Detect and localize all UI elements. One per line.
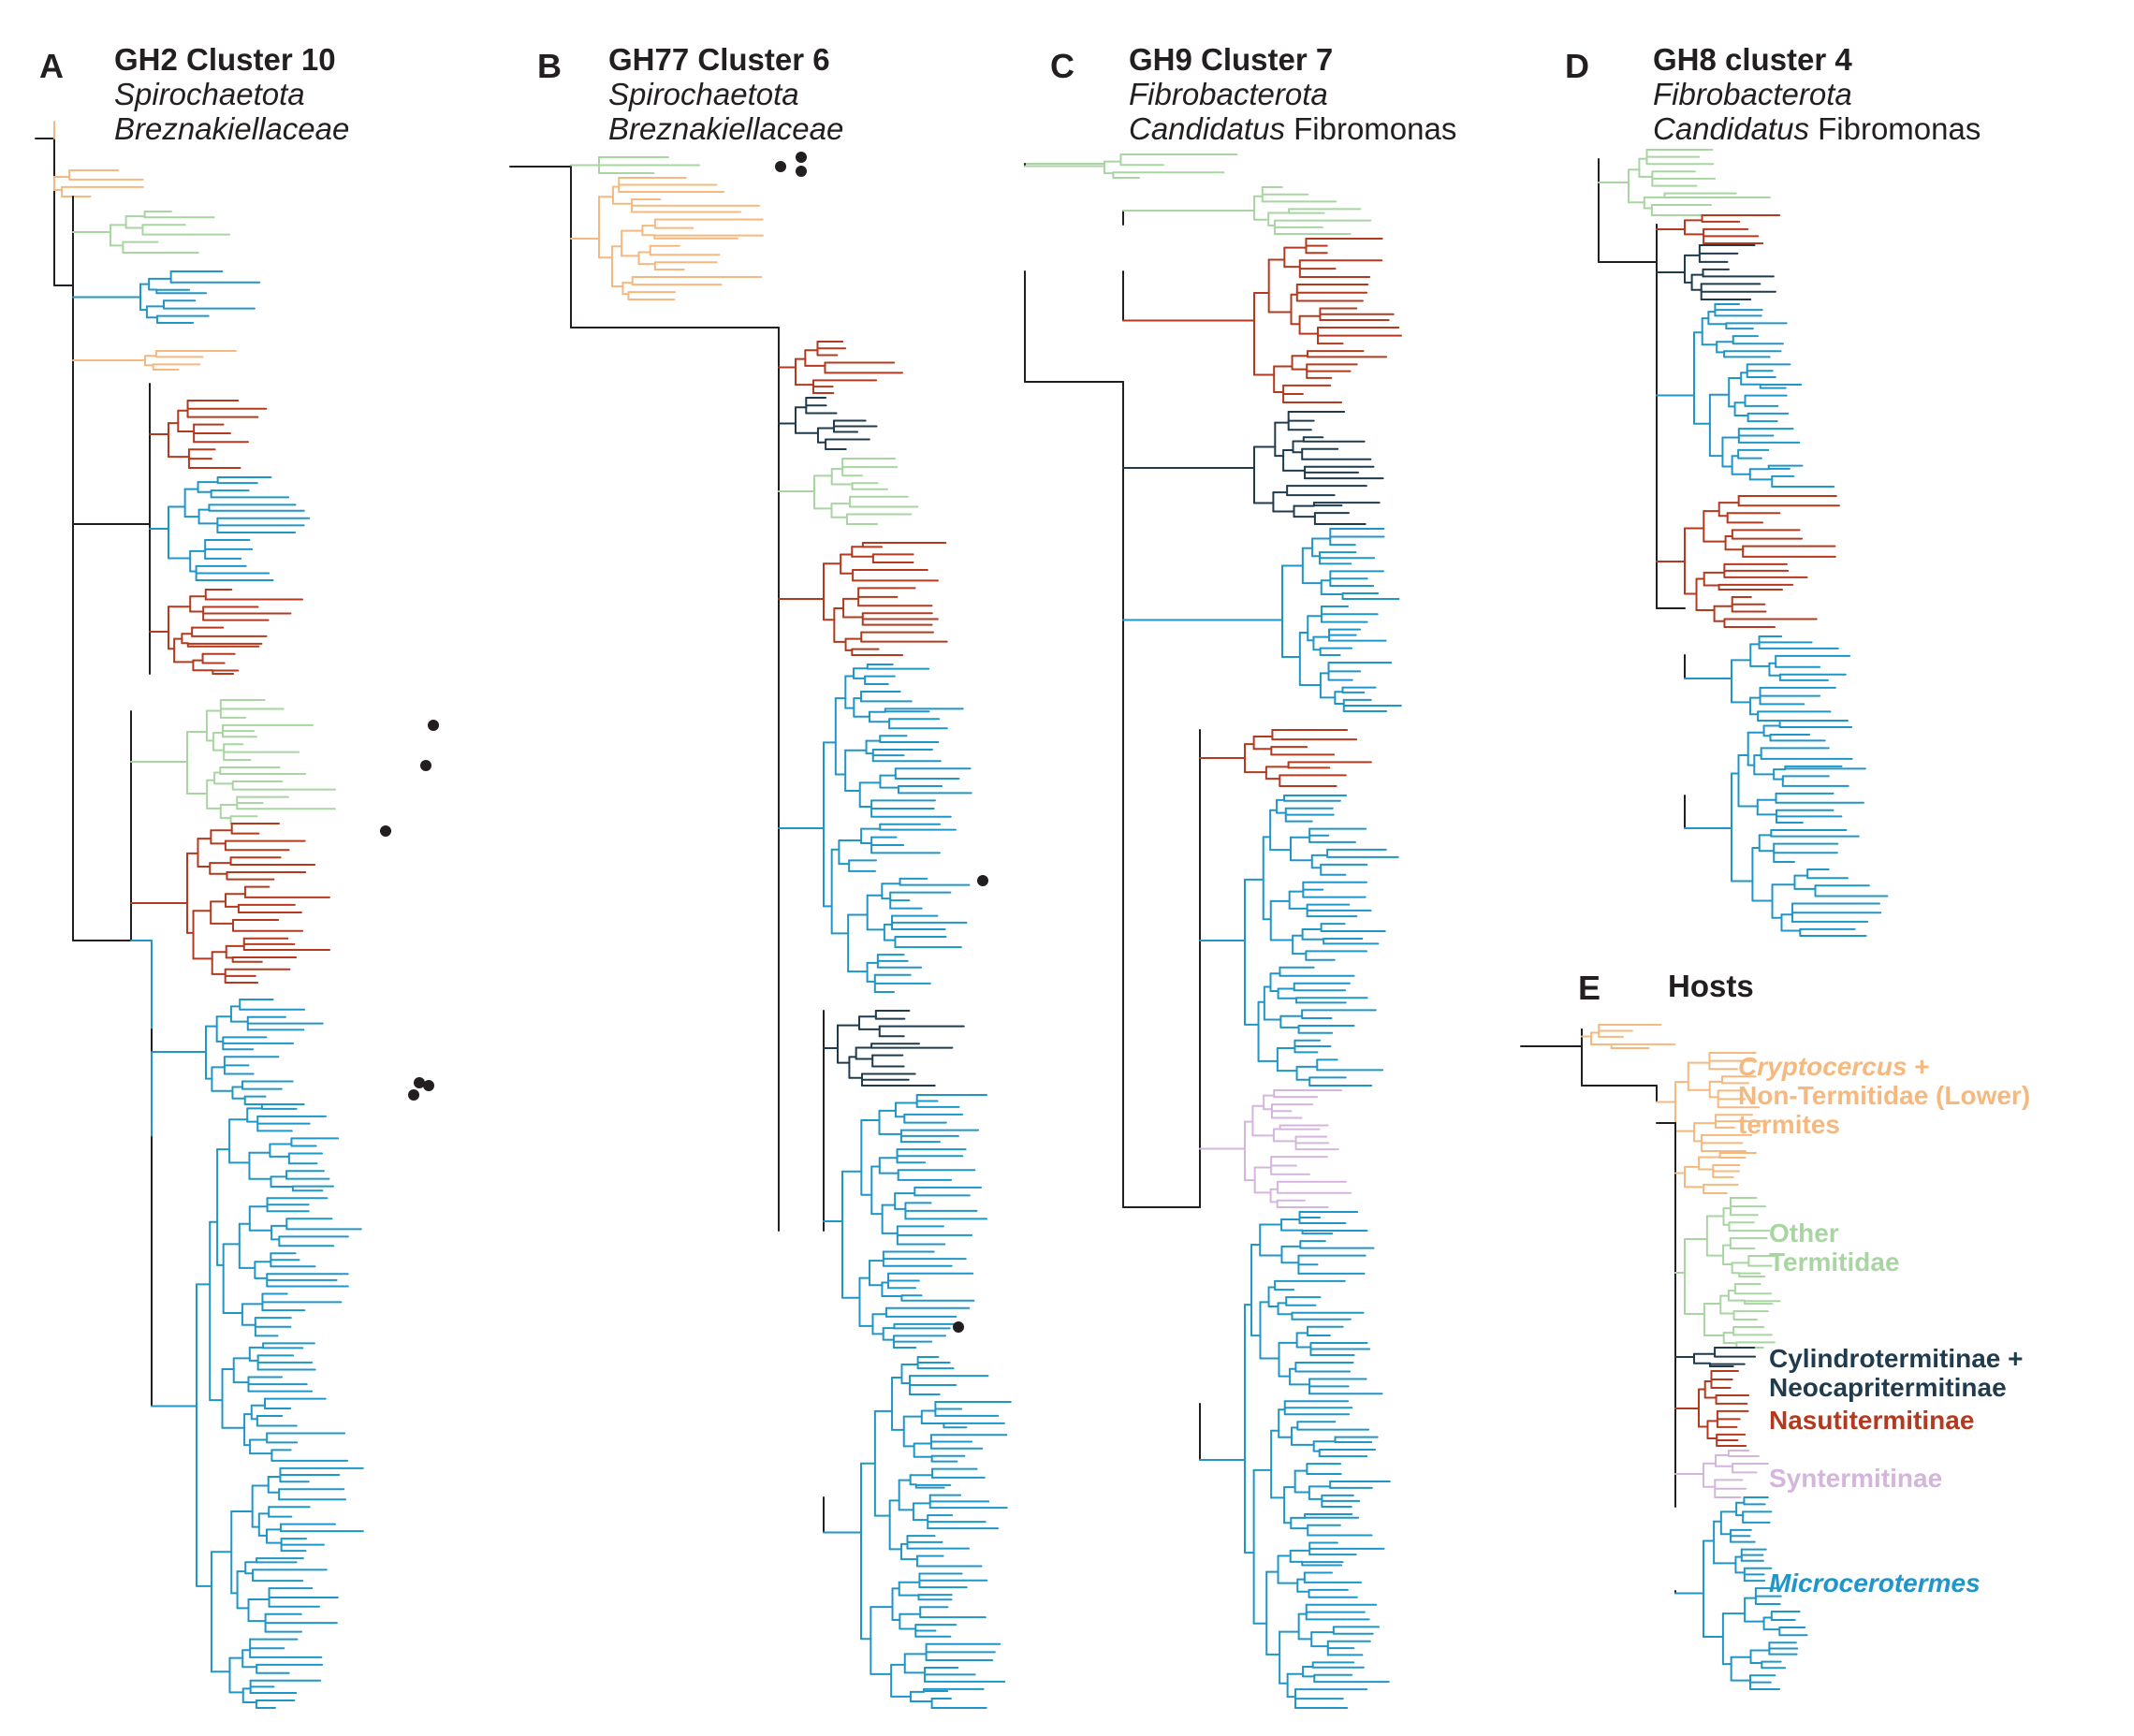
- legend-other-line1: Other: [1769, 1218, 1839, 1247]
- panel-c-title: GH9 Cluster 7 Fibrobacterota Candidatus …: [1129, 42, 1456, 146]
- legend-lower-line2: Non-Termitidae (Lower) termites: [1738, 1081, 2031, 1139]
- panel-a-family: Breznakiellaceae: [114, 111, 350, 146]
- panel-d-genus-prefix: Candidatus: [1653, 111, 1809, 146]
- panel-a-title: GH2 Cluster 10 Spirochaetota Breznakiell…: [114, 42, 349, 146]
- marker-dot: [423, 1080, 434, 1091]
- panel-d-genus: Candidatus Fibromonas: [1653, 111, 1981, 146]
- panel-d-cluster: GH8 cluster 4: [1653, 42, 1852, 77]
- panel-c-letter: C: [1050, 47, 1074, 85]
- marker-dot: [414, 1077, 425, 1088]
- legend-cylindro-line1: Cylindrotermitinae +: [1769, 1344, 2024, 1373]
- legend-nasutitermitinae: Nasutitermitinae: [1769, 1406, 1975, 1435]
- panel-c-cluster: GH9 Cluster 7: [1129, 42, 1334, 77]
- panel-c-genus-suffix: Fibromonas: [1284, 111, 1457, 146]
- legend-cryptocercus: Cryptocercus: [1738, 1052, 1907, 1081]
- panel-a-letter: A: [39, 47, 64, 85]
- panel-c-phylum: Fibrobacterota: [1129, 77, 1328, 111]
- legend-syntermitinae: Syntermitinae: [1769, 1464, 1943, 1493]
- marker-dot: [420, 760, 431, 771]
- marker-dot: [775, 161, 786, 172]
- legend-lower-plus: +: [1907, 1052, 1930, 1081]
- panel-a-cluster: GH2 Cluster 10: [114, 42, 336, 77]
- panel-b-title: GH77 Cluster 6 Spirochaetota Breznakiell…: [608, 42, 843, 146]
- marker-dot: [428, 720, 439, 731]
- legend-lower-line1: Cryptocercus +: [1738, 1052, 2134, 1081]
- panel-c-genus-prefix: Candidatus: [1129, 111, 1285, 146]
- panel-b-phylum: Spirochaetota: [608, 77, 799, 111]
- panel-d-phylum: Fibrobacterota: [1653, 77, 1852, 111]
- panel-b-letter: B: [537, 47, 562, 85]
- panel-a-phylum: Spirochaetota: [114, 77, 305, 111]
- panel-b-family: Breznakiellaceae: [608, 111, 844, 146]
- legend-other-line2: Termitidae: [1769, 1247, 1900, 1276]
- legend-other-termitidae: Other Termitidae: [1769, 1218, 1900, 1276]
- legend-cylindrotermitinae: Cylindrotermitinae + Neocapritermitinae: [1769, 1344, 2024, 1402]
- marker-dot: [796, 166, 807, 177]
- legend-microcerotermes: Microcerotermes: [1769, 1568, 1981, 1597]
- panel-e-letter: E: [1578, 969, 1601, 1007]
- panel-c-genus: Candidatus Fibromonas: [1129, 111, 1456, 146]
- legend-lower-termites: Cryptocercus + Non-Termitidae (Lower) te…: [1738, 1052, 2134, 1139]
- panel-d-genus-suffix: Fibromonas: [1808, 111, 1981, 146]
- marker-dot: [796, 152, 807, 163]
- legend-cylindro-line2: Neocapritermitinae: [1769, 1373, 2007, 1402]
- hosts-title: Hosts: [1668, 969, 1754, 1003]
- marker-dot: [408, 1089, 419, 1101]
- marker-dot: [953, 1321, 964, 1333]
- panel-d-letter: D: [1565, 47, 1589, 85]
- marker-dot: [380, 825, 391, 837]
- panel-d-title: GH8 cluster 4 Fibrobacterota Candidatus …: [1653, 42, 1981, 146]
- panel-b-cluster: GH77 Cluster 6: [608, 42, 830, 77]
- marker-dot: [977, 875, 988, 886]
